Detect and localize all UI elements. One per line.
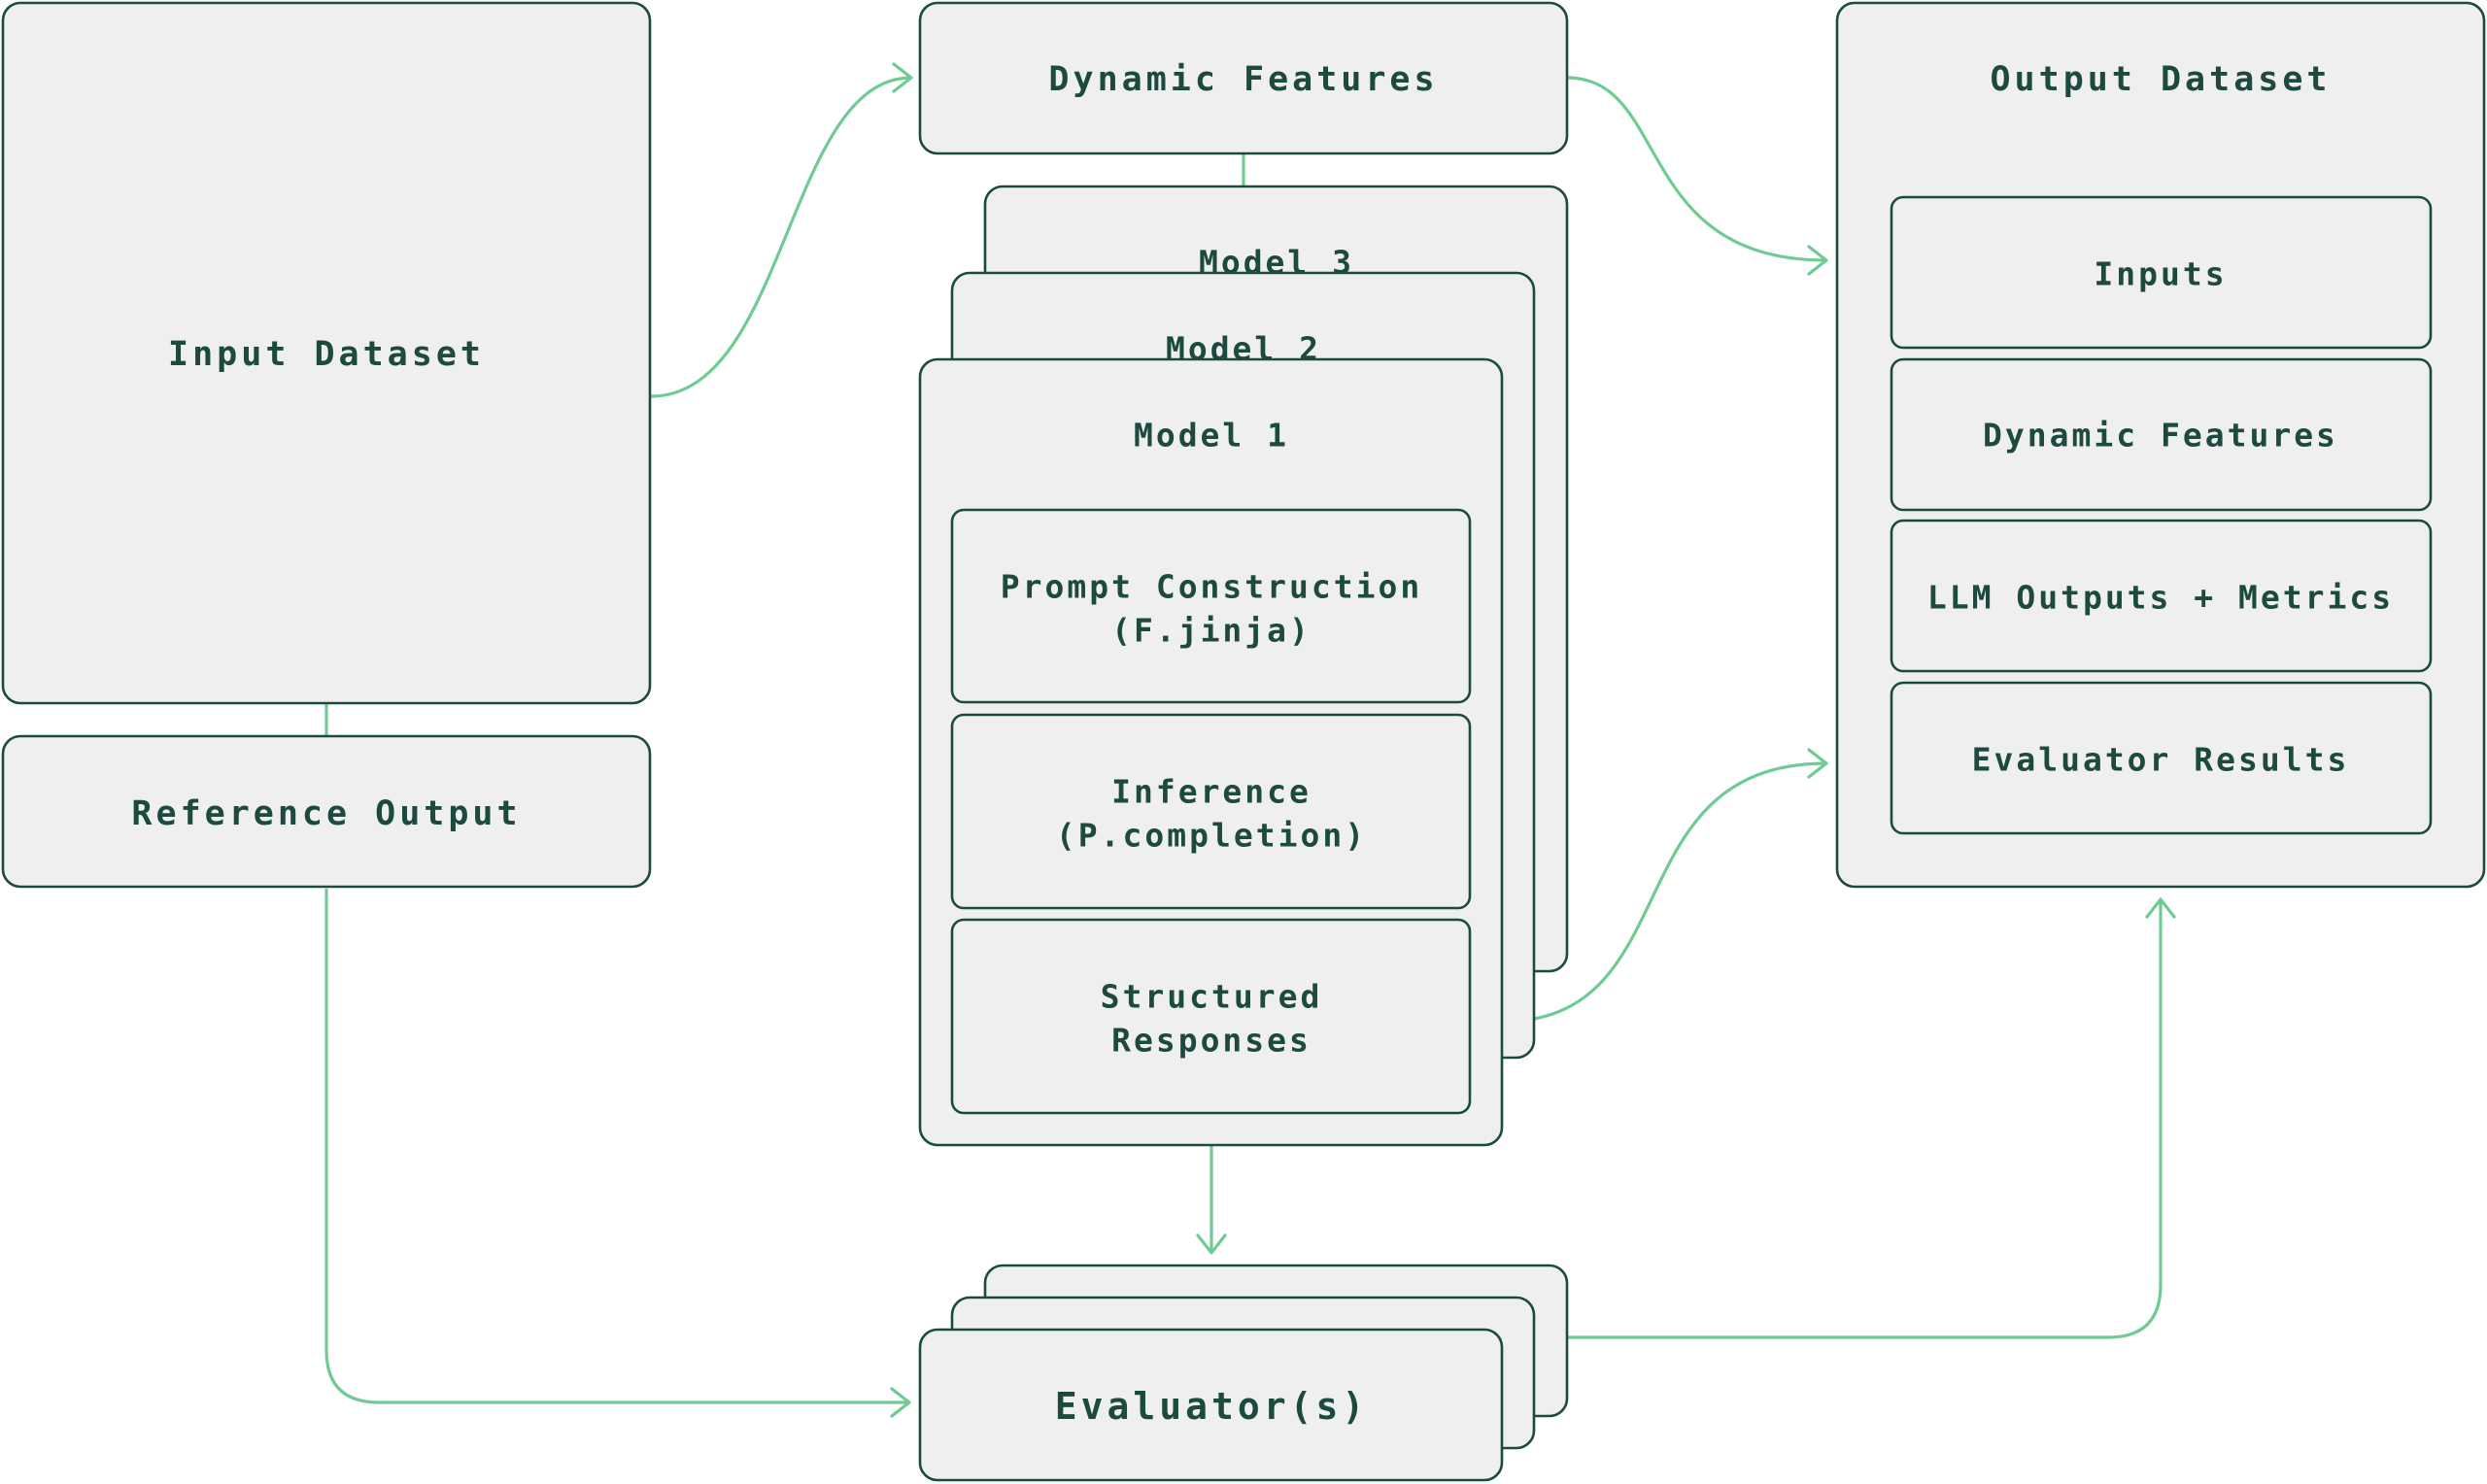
output-section-dynamic-features-label: Dynamic Features [1983,417,2338,455]
connector-input-to-dynamic-features [650,76,912,398]
step-inference: Inference (P.completion) [950,713,1472,910]
output-section-inputs: Inputs [1890,195,2433,350]
input-dataset-box: Input Dataset [1,1,652,705]
step-structured-responses: Structured Responses [950,918,1472,1115]
output-dataset-box: Output Dataset Inputs Dynamic Features L… [1835,1,2486,889]
connectors [324,62,2176,1418]
connector-dynamic-features-to-output [1566,76,1827,262]
dynamic-features-label: Dynamic Features [1048,60,1438,99]
output-section-llm-outputs-metrics-label: LLM Outputs + Metrics [1927,579,2394,617]
output-section-llm-outputs-metrics: LLM Outputs + Metrics [1890,519,2433,673]
evaluators-label: Evaluator(s) [1055,1385,1369,1428]
arrowhead-evaluators-from-models [1196,1233,1227,1255]
arrowhead-output-from-dynamic-features [1807,245,1828,276]
connector-reference-to-evaluators [324,889,909,1404]
step-prompt-construction-line1: Prompt Construction [1001,568,1423,606]
output-section-inputs-label: Inputs [2094,255,2227,293]
step-prompt-construction-line2: (F.jinja) [1111,612,1312,650]
evaluator-stack: Evaluator(s) [918,1264,1569,1482]
arrowhead-output-from-evaluators [2145,897,2176,919]
output-dataset-title: Output Dataset [1990,60,2331,99]
connector-models-to-output [1501,761,1827,1024]
step-structured-responses-line2: Responses [1111,1022,1312,1060]
step-inference-line2: (P.completion) [1056,817,1367,855]
output-section-dynamic-features: Dynamic Features [1890,357,2433,512]
model-1-card: Model 1 Prompt Construction (F.jinja) In… [918,357,1504,1147]
step-structured-responses-line1: Structured [1101,978,1323,1016]
step-inference-line1: Inference [1111,773,1312,811]
arrowhead-dynamic-features [892,62,913,93]
output-section-evaluator-results-label: Evaluator Results [1972,741,2350,779]
reference-output-label: Reference Output [131,794,521,833]
model-1-label: Model 1 [1134,417,1289,455]
reference-output-box: Reference Output [1,734,652,889]
input-dataset-label: Input Dataset [168,335,485,374]
connector-evaluators-to-output [1567,899,2163,1339]
dynamic-features-box: Dynamic Features [918,1,1569,155]
evaluator-card-front [918,1328,1504,1482]
output-section-evaluator-results: Evaluator Results [1890,681,2433,835]
step-prompt-construction: Prompt Construction (F.jinja) [950,508,1472,704]
arrowhead-output-from-models [1807,748,1828,779]
arrowhead-evaluators-from-reference [890,1387,911,1418]
model-stack: Model 3 Model 2 Model 1 Prompt Construct… [918,185,1569,1147]
